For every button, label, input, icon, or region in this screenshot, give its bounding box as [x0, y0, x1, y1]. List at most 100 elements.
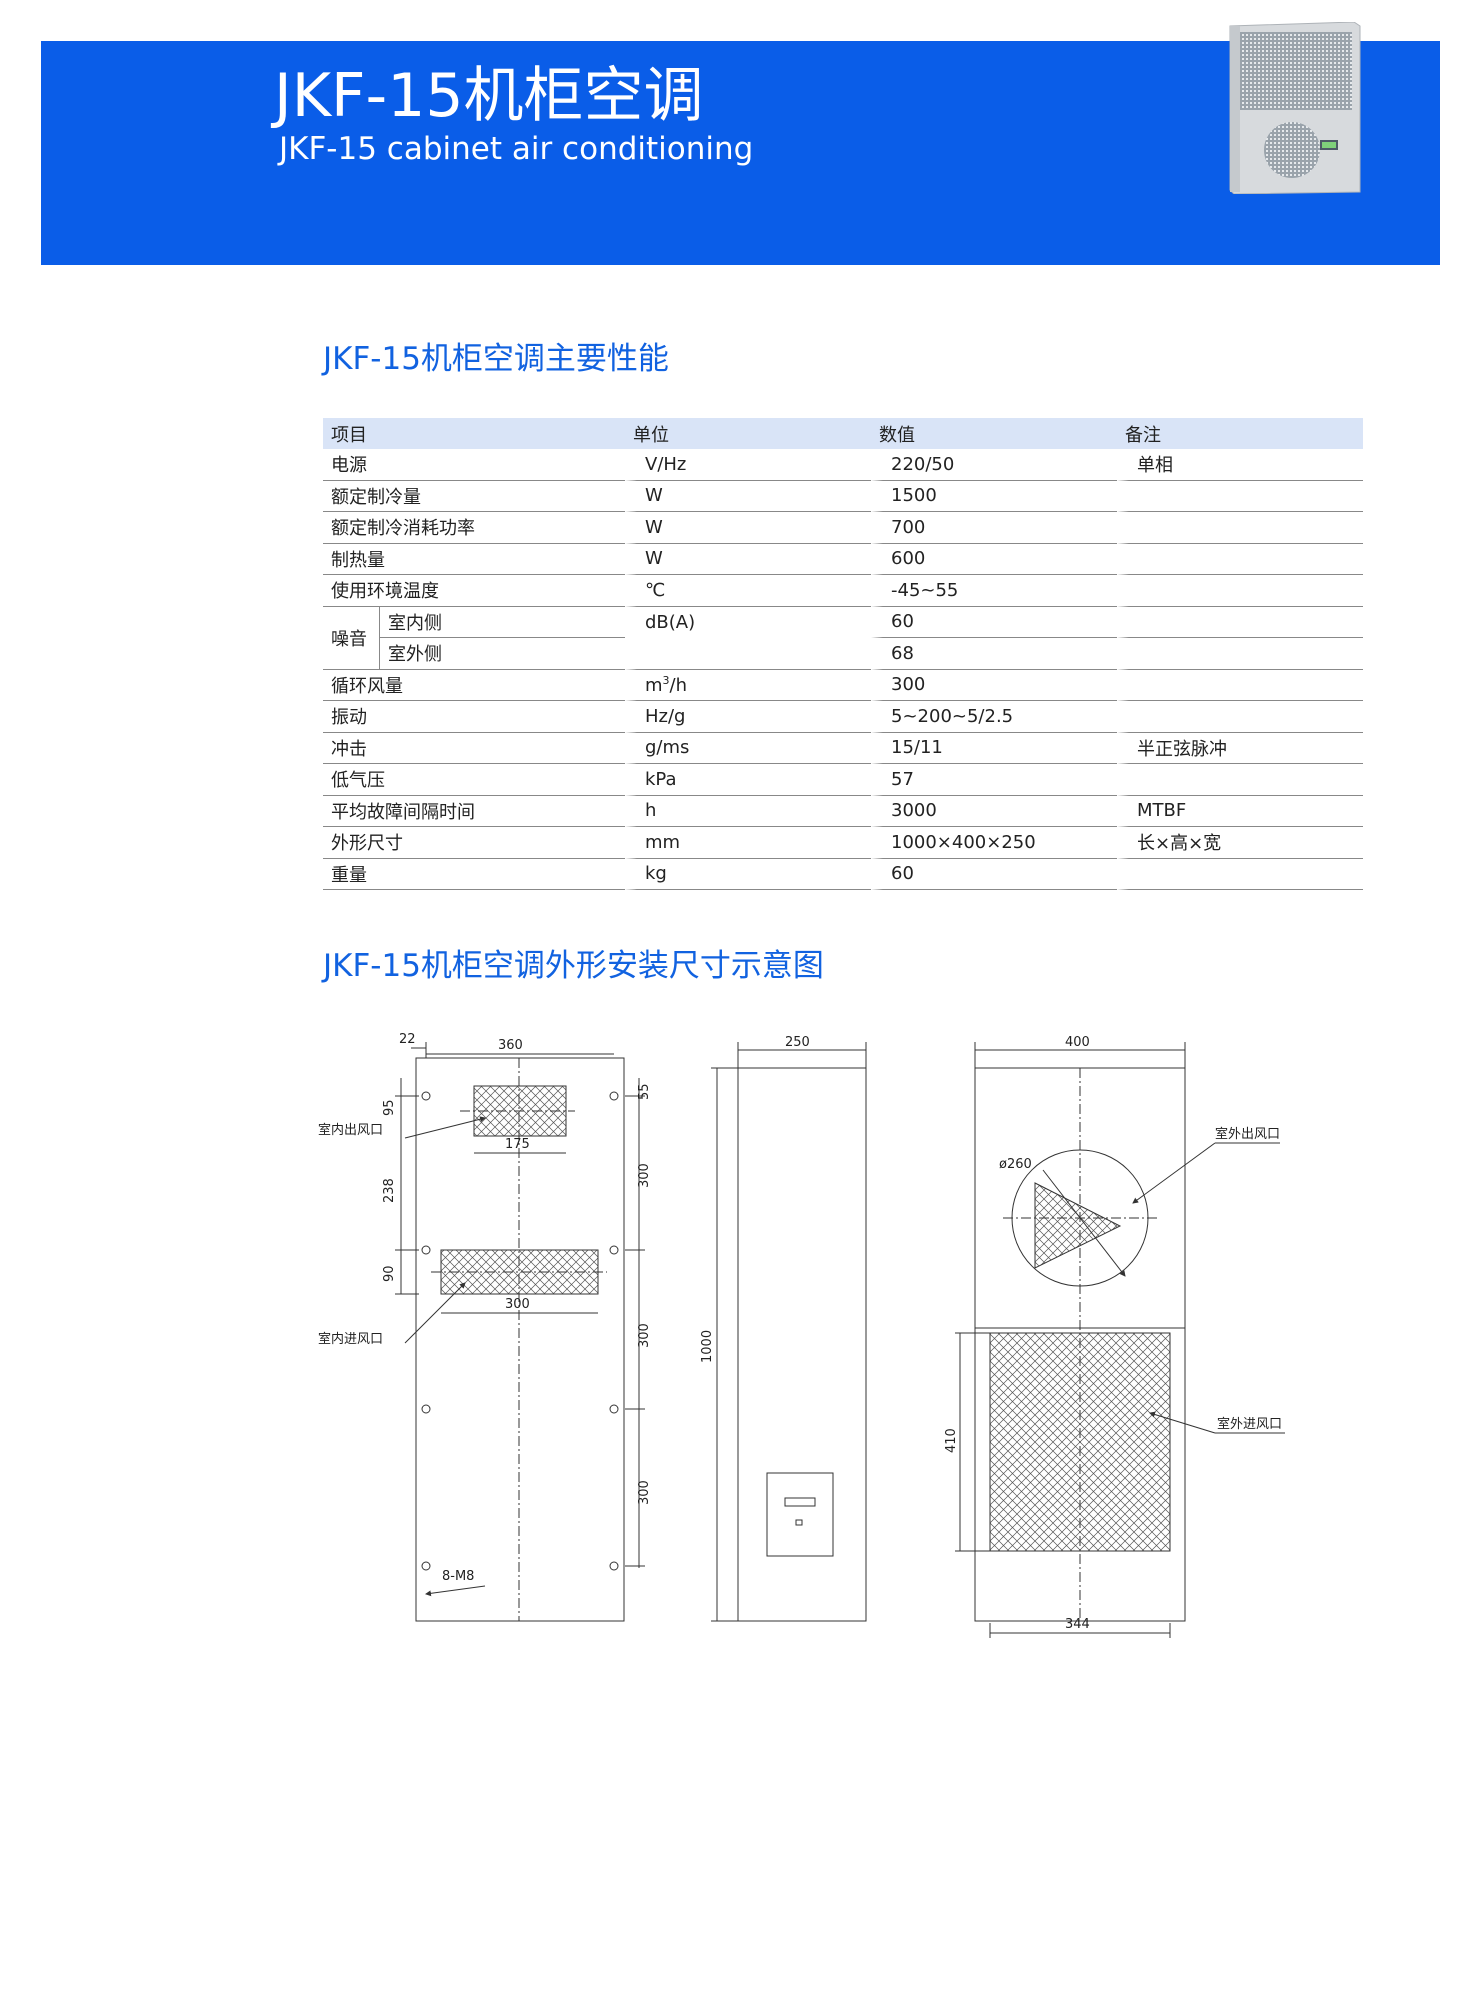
cell-unit: kPa: [625, 764, 871, 796]
table-row: 电源 V/Hz 220/50 单相: [323, 449, 1363, 481]
column-header: 备注: [1117, 418, 1363, 449]
dim-300-width: 300: [505, 1297, 530, 1312]
dim-238: 238: [382, 1178, 397, 1203]
spec-table: 项目 单位 数值 备注 电源 V/Hz 220/50 单相 额定制冷量 W 15…: [323, 418, 1363, 890]
dim-300-c: 300: [637, 1480, 652, 1505]
cell-item: 制热量: [323, 543, 625, 575]
page-subtitle: JKF-15 cabinet air conditioning: [279, 131, 754, 167]
cell-note: 单相: [1117, 449, 1363, 481]
cell-note: [1117, 543, 1363, 575]
table-row: 额定制冷消耗功率 W 700: [323, 512, 1363, 544]
cell-unit: dB(A): [625, 606, 871, 670]
dim-410: 410: [944, 1428, 959, 1453]
table-row: 循环风量 m3/h 300: [323, 669, 1363, 701]
cell-item: 冲击: [323, 732, 625, 764]
cell-note: [1117, 575, 1363, 607]
unit-base: m: [645, 674, 663, 696]
dim-300-b: 300: [637, 1323, 652, 1348]
cell-unit: W: [625, 543, 871, 575]
dim-90: 90: [382, 1265, 397, 1282]
dim-250: 250: [785, 1035, 810, 1050]
cell-value: 15/11: [871, 732, 1117, 764]
cell-note: 半正弦脉冲: [1117, 732, 1363, 764]
table-row: 室外侧 68: [323, 638, 1363, 670]
cell-note: [1117, 480, 1363, 512]
rear-view: ø260 400 410 344 室外出风口 室外进风口: [944, 1035, 1285, 1638]
cell-item: 外形尺寸: [323, 827, 625, 859]
table-row: 外形尺寸 mm 1000×400×250 长×高×宽: [323, 827, 1363, 859]
cell-note: MTBF: [1117, 795, 1363, 827]
cell-note: [1117, 701, 1363, 733]
cell-value: 60: [871, 858, 1117, 890]
cell-note: [1117, 764, 1363, 796]
cell-note: [1117, 638, 1363, 670]
table-row: 冲击 g/ms 15/11 半正弦脉冲: [323, 732, 1363, 764]
table-row: 噪音 室内侧 dB(A) 60: [323, 606, 1363, 670]
cell-item: 平均故障间隔时间: [323, 795, 625, 827]
cell-item: 噪音: [323, 606, 379, 670]
table-header-row: 项目 单位 数值 备注: [323, 418, 1363, 449]
cell-item: 额定制冷消耗功率: [323, 512, 625, 544]
dim-diameter-260: ø260: [999, 1157, 1032, 1172]
cell-value: 300: [871, 669, 1117, 701]
cell-item: 额定制冷量: [323, 480, 625, 512]
label-indoor-inlet: 室内进风口: [318, 1331, 383, 1347]
installation-drawing: 95 238 90 55 300 300 300 22 360 175 300 …: [318, 1032, 1285, 1638]
cell-note: [1117, 512, 1363, 544]
label-bolts: 8-M8: [442, 1569, 474, 1584]
unit-rest: /h: [669, 674, 688, 696]
cell-item: 循环风量: [323, 669, 625, 701]
cell-value: 600: [871, 543, 1117, 575]
label-indoor-outlet: 室内出风口: [318, 1122, 383, 1138]
dim-175: 175: [505, 1137, 530, 1152]
column-header: 项目: [323, 418, 625, 449]
cell-unit: W: [625, 480, 871, 512]
cell-item: 重量: [323, 858, 625, 890]
product-image: [1229, 22, 1361, 194]
cell-item: 电源: [323, 449, 625, 481]
cell-item: 使用环境温度: [323, 575, 625, 607]
table-row: 制热量 W 600: [323, 543, 1363, 575]
cell-unit: Hz/g: [625, 701, 871, 733]
label-outdoor-outlet: 室外出风口: [1215, 1126, 1280, 1142]
dim-1000: 1000: [700, 1330, 715, 1363]
cell-value: 5~200~5/2.5: [871, 701, 1117, 733]
page-title: JKF-15机柜空调: [274, 61, 704, 131]
cell-value: 57: [871, 764, 1117, 796]
cell-unit: V/Hz: [625, 449, 871, 481]
table-row: 振动 Hz/g 5~200~5/2.5: [323, 701, 1363, 733]
cell-subitem: 室外侧: [379, 638, 625, 670]
drawing-section-title: JKF-15机柜空调外形安装尺寸示意图: [323, 948, 824, 984]
cell-unit: W: [625, 512, 871, 544]
cell-note: 长×高×宽: [1117, 827, 1363, 859]
dim-360: 360: [498, 1038, 523, 1053]
side-view: 250 1000: [700, 1035, 867, 1622]
cell-unit: m3/h: [625, 669, 871, 701]
cell-unit: h: [625, 795, 871, 827]
cell-note: [1117, 669, 1363, 701]
cell-subitem: 室内侧: [379, 606, 625, 638]
dim-22: 22: [399, 1032, 416, 1047]
cell-unit: kg: [625, 858, 871, 890]
cell-value: 700: [871, 512, 1117, 544]
cell-note: [1117, 606, 1363, 638]
column-header: 数值: [871, 418, 1117, 449]
cell-value: 220/50: [871, 449, 1117, 481]
cell-value: 68: [871, 638, 1117, 670]
front-view: 95 238 90 55 300 300 300 22 360 175 300 …: [318, 1032, 652, 1622]
table-row: 使用环境温度 ℃ -45~55: [323, 575, 1363, 607]
dim-300-a: 300: [637, 1163, 652, 1188]
header-banner: [41, 41, 1440, 265]
cell-item: 振动: [323, 701, 625, 733]
dim-55: 55: [637, 1083, 652, 1100]
unit-superscript: 3: [662, 673, 670, 687]
table-row: 额定制冷量 W 1500: [323, 480, 1363, 512]
cell-value: -45~55: [871, 575, 1117, 607]
dim-400: 400: [1065, 1035, 1090, 1050]
cell-value: 3000: [871, 795, 1117, 827]
dim-344: 344: [1065, 1617, 1090, 1632]
dim-95: 95: [382, 1099, 397, 1116]
table-row: 平均故障间隔时间 h 3000 MTBF: [323, 795, 1363, 827]
cell-note: [1117, 858, 1363, 890]
cell-value: 60: [871, 606, 1117, 638]
